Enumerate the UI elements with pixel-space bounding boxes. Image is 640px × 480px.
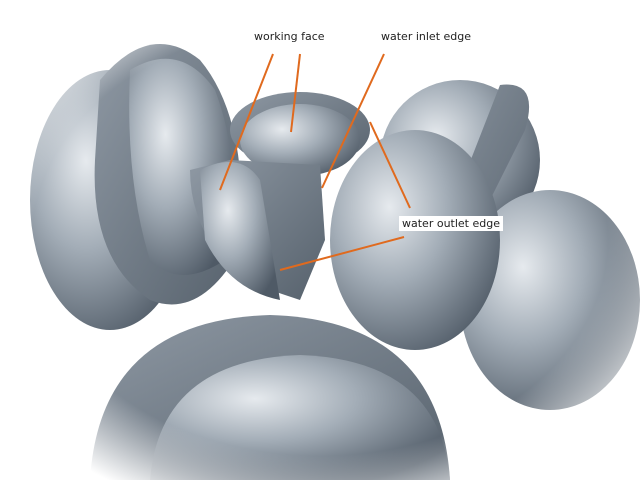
leader-lines (219, 53, 411, 271)
leader-water-inlet-edge (321, 53, 385, 189)
leader-working-face-1 (219, 53, 274, 191)
label-water-inlet-edge: water inlet edge (381, 30, 471, 43)
label-water-outlet-edge: water outlet edge (399, 216, 503, 231)
label-working-face: working face (254, 30, 325, 43)
leader-water-outlet-edge-1 (369, 121, 411, 209)
leader-water-outlet-edge-2 (279, 236, 405, 271)
leader-working-face-2 (290, 53, 301, 133)
